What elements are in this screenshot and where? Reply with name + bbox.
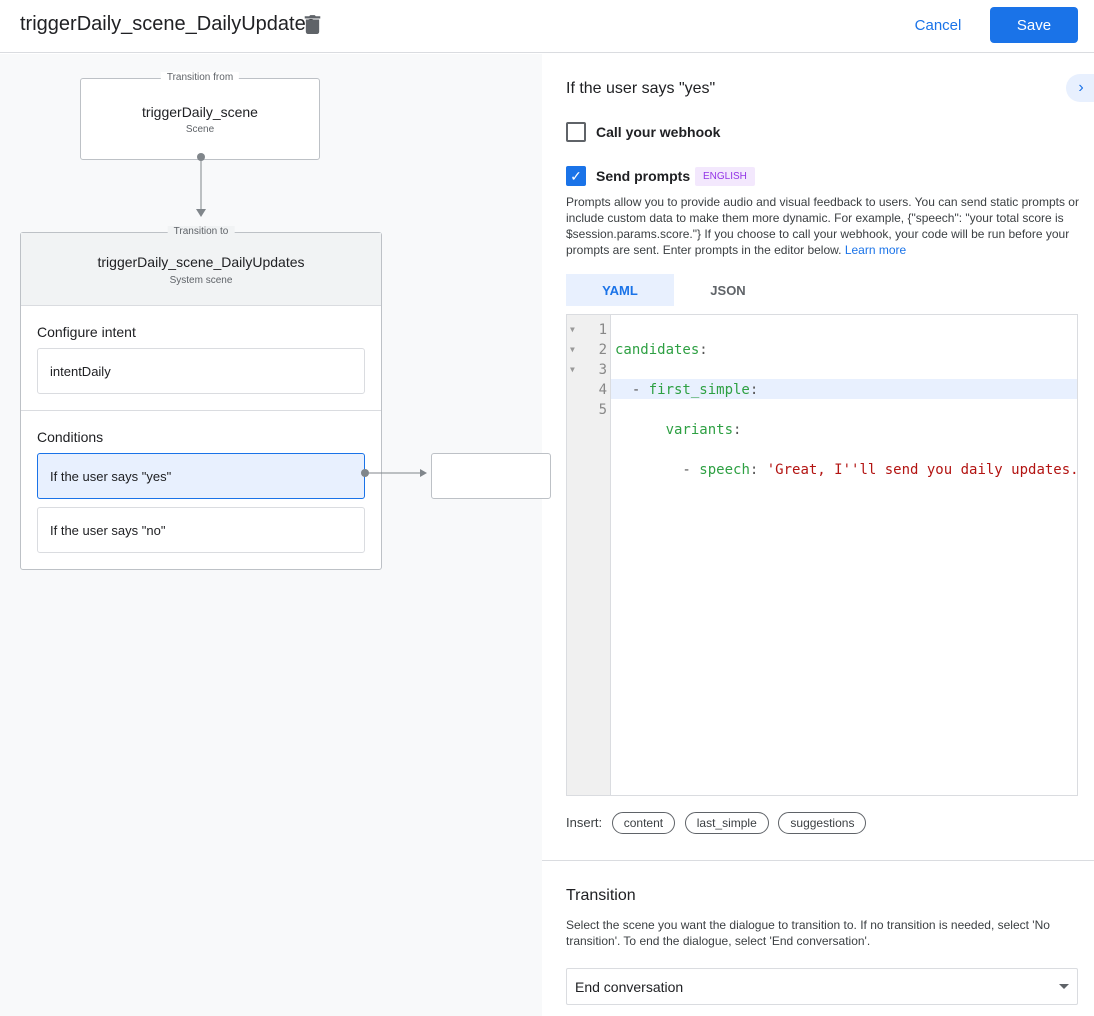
transition-description: Select the scene you want the dialogue t… <box>566 918 1050 948</box>
scene-canvas: Transition from triggerDaily_scene Scene… <box>0 54 551 1016</box>
header: triggerDaily_scene_DailyUpdates Cancel S… <box>0 0 1094 53</box>
learn-more-link[interactable]: Learn more <box>844 243 907 257</box>
page-title: triggerDaily_scene_DailyUpdates <box>20 13 316 35</box>
trash-icon[interactable] <box>304 14 321 34</box>
code-key: variants <box>665 422 734 438</box>
insert-chip-content[interactable]: content <box>611 812 676 834</box>
transition-heading: Transition <box>566 887 636 904</box>
to-scene-name: triggerDaily_scene_DailyUpdates <box>97 254 305 270</box>
configure-intent-heading: Configure intent <box>37 324 136 340</box>
condition-yes[interactable]: If the user says "yes" <box>37 453 365 499</box>
target-node-placeholder[interactable] <box>431 453 551 499</box>
save-button[interactable]: Save <box>990 7 1078 43</box>
insert-label: Insert: <box>566 815 603 830</box>
code-editor[interactable]: 1 2 3 4 5 ▼▼▼ candidates: - first_simple… <box>566 314 1078 796</box>
line-number: 1 <box>598 322 607 338</box>
collapse-panel-chevron-icon[interactable]: › <box>1066 74 1094 102</box>
webhook-checkbox[interactable] <box>566 122 586 142</box>
tab-json[interactable]: JSON <box>710 282 746 298</box>
code-key: first_simple <box>648 382 750 398</box>
line-number: 4 <box>598 382 607 398</box>
to-scene-type: System scene <box>169 275 233 286</box>
from-scene-type: Scene <box>185 124 215 135</box>
condition-connector <box>361 469 427 477</box>
code-key: speech <box>699 462 750 478</box>
prompts-description: Prompts allow you to provide audio and v… <box>566 195 1079 257</box>
transition-to-label: Transition to <box>167 226 235 237</box>
condition-no[interactable]: If the user says "no" <box>37 507 365 553</box>
transition-to-node: Transition to triggerDaily_scene_DailyUp… <box>20 226 382 570</box>
cancel-button[interactable]: Cancel <box>914 16 962 34</box>
insert-chip-suggestions[interactable]: suggestions <box>778 812 867 834</box>
intent-item[interactable]: intentDaily <box>37 348 365 394</box>
insert-chip-last-simple[interactable]: last_simple <box>684 812 769 834</box>
send-prompts-checkbox-checked-icon[interactable]: ✓ <box>566 166 586 186</box>
active-line-highlight <box>611 379 1077 399</box>
tab-yaml[interactable]: YAML <box>566 274 674 306</box>
transition-from-node[interactable]: Transition from triggerDaily_scene Scene <box>80 72 320 160</box>
line-number: 3 <box>598 362 607 378</box>
line-number: 2 <box>598 342 607 358</box>
language-badge: ENGLISH <box>695 167 755 186</box>
panel-heading: If the user says "yes" <box>566 80 716 97</box>
condition-panel: › If the user says "yes" Call your webho… <box>542 54 1094 1016</box>
code-key: candidates <box>615 342 700 358</box>
webhook-label: Call your webhook <box>596 124 721 140</box>
line-number: 5 <box>598 402 607 418</box>
transition-from-label: Transition from <box>160 72 240 83</box>
transition-selected-value: End conversation <box>575 979 684 995</box>
editor-gutter <box>567 315 611 795</box>
send-prompts-label: Send prompts <box>596 168 691 184</box>
from-scene-name: triggerDaily_scene <box>142 104 258 120</box>
conditions-heading: Conditions <box>37 429 104 445</box>
code-string: 'Great, I''ll send you daily updates. <box>766 462 1077 478</box>
dropdown-arrow-icon <box>1059 984 1069 994</box>
transition-select[interactable]: End conversation <box>566 968 1078 1005</box>
fold-arrow-icons[interactable]: ▼▼▼ <box>570 325 575 374</box>
connector-arrow <box>196 153 206 217</box>
